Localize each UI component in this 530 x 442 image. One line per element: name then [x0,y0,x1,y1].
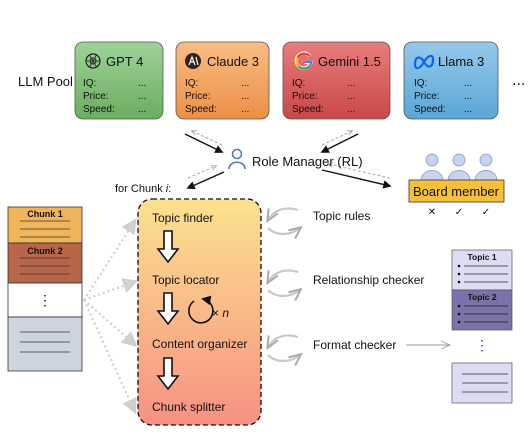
price-label: Price: [292,91,318,102]
topic-1-lines [464,265,508,283]
price-value: ... [464,91,472,102]
chunk-ellipsis: ⋮ [38,292,52,308]
document-chunks: Chunk 1 Chunk 2 ⋮ [7,206,83,372]
step-topic-finder: Topic finder [152,211,213,225]
iq-value: ... [347,78,355,89]
topic-2-bullets [457,304,461,324]
chunk-last-block [7,316,83,372]
chunk-caption-var: i [166,183,169,195]
speed-value: ... [138,104,146,115]
chunk-ellipsis-block [7,282,83,318]
speed-value: ... [241,104,249,115]
vote-1: ✕ [428,207,436,218]
llm-name-claude3: Claude 3 [207,54,259,69]
llm-pool-ellipsis: ... [512,72,525,89]
iq-value: ... [464,78,472,89]
output-tail-lines [462,373,508,393]
step-arrow-1 [156,230,180,264]
board-person-2 [447,153,471,182]
iq-value: ... [138,78,146,89]
tool-relationship-checker: Relationship checker [313,273,424,287]
output-ellipsis: ⋮ [475,337,489,353]
output-document: Topic 1 Topic 2 ⋮ [451,249,513,404]
step-chunk-splitter: Chunk splitter [152,400,225,414]
step-topic-locator: Topic locator [152,273,219,287]
board-person-3 [474,153,498,182]
vote-2: ✓ [455,207,463,218]
llm-card-gpt4: GPT 4 IQ: ... Price: ... Speed: ... [74,41,164,120]
chunk-to-pipeline-connectors [82,218,139,415]
loop-label: × n [212,306,229,320]
topic-1-bullets [457,264,461,284]
google-logo-icon [294,51,314,70]
speed-label: Speed: [83,104,115,115]
llm-card-gemini15: Gemini 1.5 IQ: ... Price: ... Speed: ... [282,41,391,120]
price-value: ... [347,91,355,102]
step-content-organizer: Content organizer [152,337,247,351]
tool-topic-rules: Topic rules [313,209,370,223]
llm-card-claude3: Claude 3 IQ: ... Price: ... Speed: ... [175,41,270,120]
speed-label: Speed: [185,104,217,115]
anthropic-logo-icon [185,53,201,69]
price-label: Price: [83,91,109,102]
price-value: ... [241,91,249,102]
iq-value: ... [241,78,249,89]
chunk-2-label: Chunk 2 [27,246,63,256]
speed-value: ... [464,104,472,115]
board-member-label: Board member [413,184,500,199]
meta-logo-icon [413,54,435,70]
step-arrow-2 [156,292,180,326]
iq-label: IQ: [414,78,427,89]
speed-value: ... [347,104,355,115]
llm-card-llama3: Llama 3 IQ: ... Price: ... Speed: ... [403,41,499,120]
speed-label: Speed: [292,104,324,115]
tool-format-checker: Format checker [313,338,396,352]
tool-connectors [268,207,300,361]
openai-logo-icon [85,53,101,69]
chunk-caption: for Chunk i: [115,183,171,195]
price-value: ... [138,91,146,102]
board-person-1 [420,153,444,182]
loop-icon [188,295,214,324]
llm-name-gemini15: Gemini 1.5 [318,54,381,69]
topic-2-label: Topic 2 [467,292,496,302]
chunk-caption-prefix: for Chunk [115,183,166,195]
llm-name-gpt4: GPT 4 [106,54,143,69]
topic-2-section [451,289,513,331]
step-arrow-3 [156,357,180,391]
chunk-caption-suffix: : [168,183,171,195]
chunk-1-label: Chunk 1 [27,209,63,219]
llm-pool-label: LLM Pool [18,74,73,89]
price-label: Price: [414,91,440,102]
vote-3: ✓ [482,207,490,218]
iq-label: IQ: [292,78,305,89]
board-member: Board member ✕ ✓ ✓ [408,153,505,218]
loop-var: n [222,306,229,320]
pipeline: Topic finder Topic locator × n Content o… [137,198,262,426]
topic-2-lines [464,305,508,323]
person-icon [228,148,246,170]
speed-label: Speed: [414,104,446,115]
role-manager-label: Role Manager (RL) [252,154,363,169]
chunk-2-block [7,242,83,284]
role-manager-connectors [184,131,392,190]
pipeline-box [137,198,262,426]
llm-name-llama3: Llama 3 [438,54,484,69]
iq-label: IQ: [185,78,198,89]
role-manager: Role Manager (RL) [228,148,363,170]
price-label: Price: [185,91,211,102]
topic-1-section [451,249,513,291]
topic-1-label: Topic 1 [467,252,496,262]
iq-label: IQ: [83,78,96,89]
loop-label-times: × [212,306,222,320]
board-member-box [408,179,505,203]
